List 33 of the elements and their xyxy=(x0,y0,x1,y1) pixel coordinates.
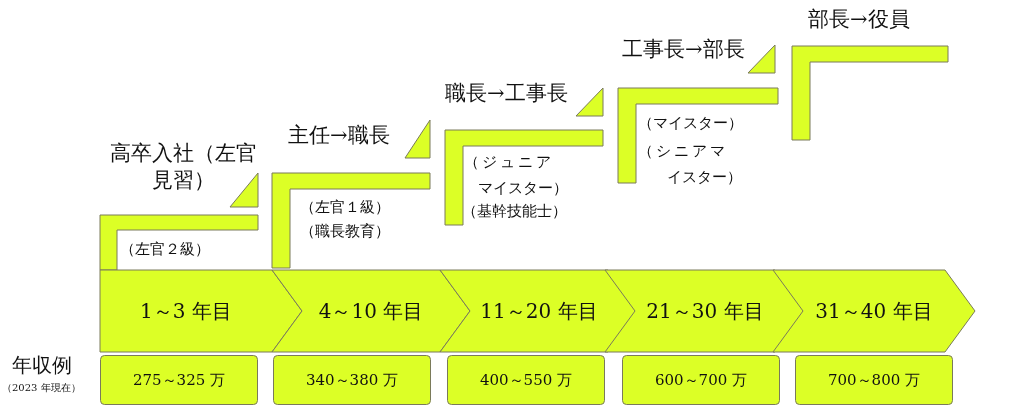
salary-range: 600～700 万 xyxy=(655,370,747,390)
salary-range: 400～550 万 xyxy=(480,370,572,390)
salary-box xyxy=(100,355,258,405)
position-title: 部長→役員 xyxy=(808,6,910,33)
year-range: 4～10 年目 xyxy=(318,297,424,325)
salary-box xyxy=(795,355,953,405)
qualification-note: （マイスター） xyxy=(638,114,743,134)
salary-range: 340～380 万 xyxy=(306,370,398,390)
year-range: 1～3 年目 xyxy=(140,297,232,325)
annual-income-heading: 年収例 xyxy=(12,352,72,378)
chevron-step xyxy=(773,270,975,352)
year-note: （2023 年現在） xyxy=(2,381,81,394)
salary-box xyxy=(447,355,605,405)
position-title: 工事長→部長 xyxy=(622,36,745,63)
qualification-note: （職長教育） xyxy=(300,222,390,242)
qualification-note: （左官１級） xyxy=(300,198,390,218)
salary-box xyxy=(622,355,780,405)
chevron-step xyxy=(605,270,805,352)
salary-range: 275～325 万 xyxy=(133,370,225,390)
salary-range: 700～800 万 xyxy=(828,370,920,390)
qualification-note: （シニアマイスター） xyxy=(638,141,742,188)
qualification-note: （基幹技能士） xyxy=(462,202,567,222)
year-range: 11～20 年目 xyxy=(480,297,598,325)
year-range: 31～40 年目 xyxy=(815,297,933,325)
qualification-note: （左官２級） xyxy=(120,240,210,260)
year-range: 21～30 年目 xyxy=(646,297,764,325)
position-title: 職長→工事長 xyxy=(445,80,568,107)
chevron-step xyxy=(100,270,302,352)
position-title: 主任→職長 xyxy=(288,122,390,149)
salary-box xyxy=(273,355,431,405)
position-title: 高卒入社（左官見習） xyxy=(108,140,258,195)
chevron-step xyxy=(272,270,470,352)
qualification-note: （ジュニアマイスター） xyxy=(464,152,568,199)
